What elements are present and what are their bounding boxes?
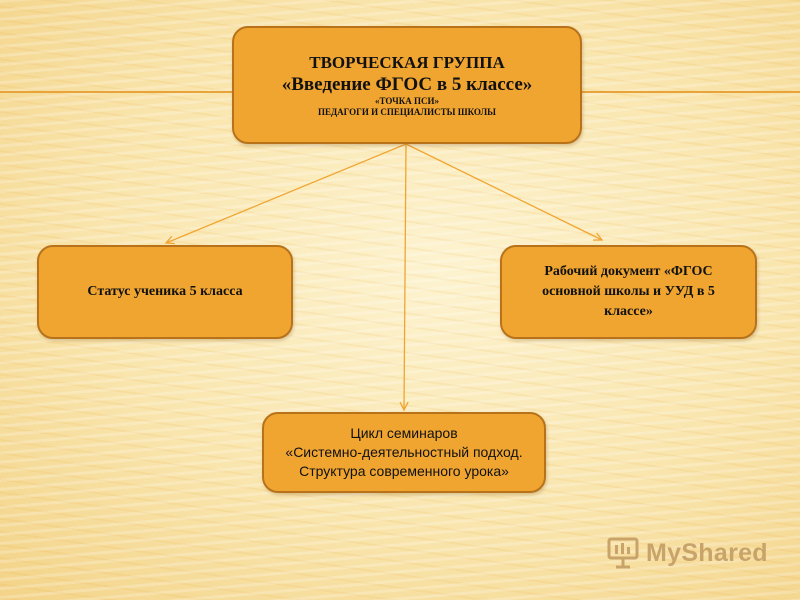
bottom-box-line2: «Системно-деятельностный подход. xyxy=(285,444,523,460)
connector-to-left xyxy=(166,143,407,243)
top-box-subtitle: «Введение ФГОС в 5 классе» xyxy=(281,74,533,95)
creative-group-box: ТВОРЧЕСКАЯ ГРУППА «Введение ФГОС в 5 кла… xyxy=(232,26,582,144)
presentation-board-icon xyxy=(607,537,639,569)
header-rule-left xyxy=(0,91,233,93)
student-status-box: Статус ученика 5 класса xyxy=(37,245,293,339)
top-box-caption: «ТОЧКА ПСИ» xyxy=(374,96,440,106)
top-box-members: ПЕДАГОГИ И СПЕЦИАЛИСТЫ ШКОЛЫ xyxy=(317,107,496,117)
working-document-box: Рабочий документ «ФГОС основной школы и … xyxy=(500,245,757,339)
seminar-cycle-box: Цикл семинаров «Системно-деятельностный … xyxy=(262,412,546,493)
bottom-box-line3: Структура современного урока» xyxy=(299,463,509,479)
connector-to-bottom xyxy=(404,143,406,410)
left-box-text: Статус ученика 5 класса xyxy=(87,284,243,299)
bottom-box-line1: Цикл семинаров xyxy=(350,425,458,441)
connector-to-right xyxy=(405,143,602,240)
right-box-text: Рабочий документ «ФГОС основной школы и … xyxy=(542,264,715,319)
myshared-watermark: MyShared xyxy=(606,536,768,570)
header-rule-right xyxy=(580,91,800,93)
watermark-text: MyShared xyxy=(646,538,768,567)
top-box-title: ТВОРЧЕСКАЯ ГРУППА xyxy=(309,53,505,72)
